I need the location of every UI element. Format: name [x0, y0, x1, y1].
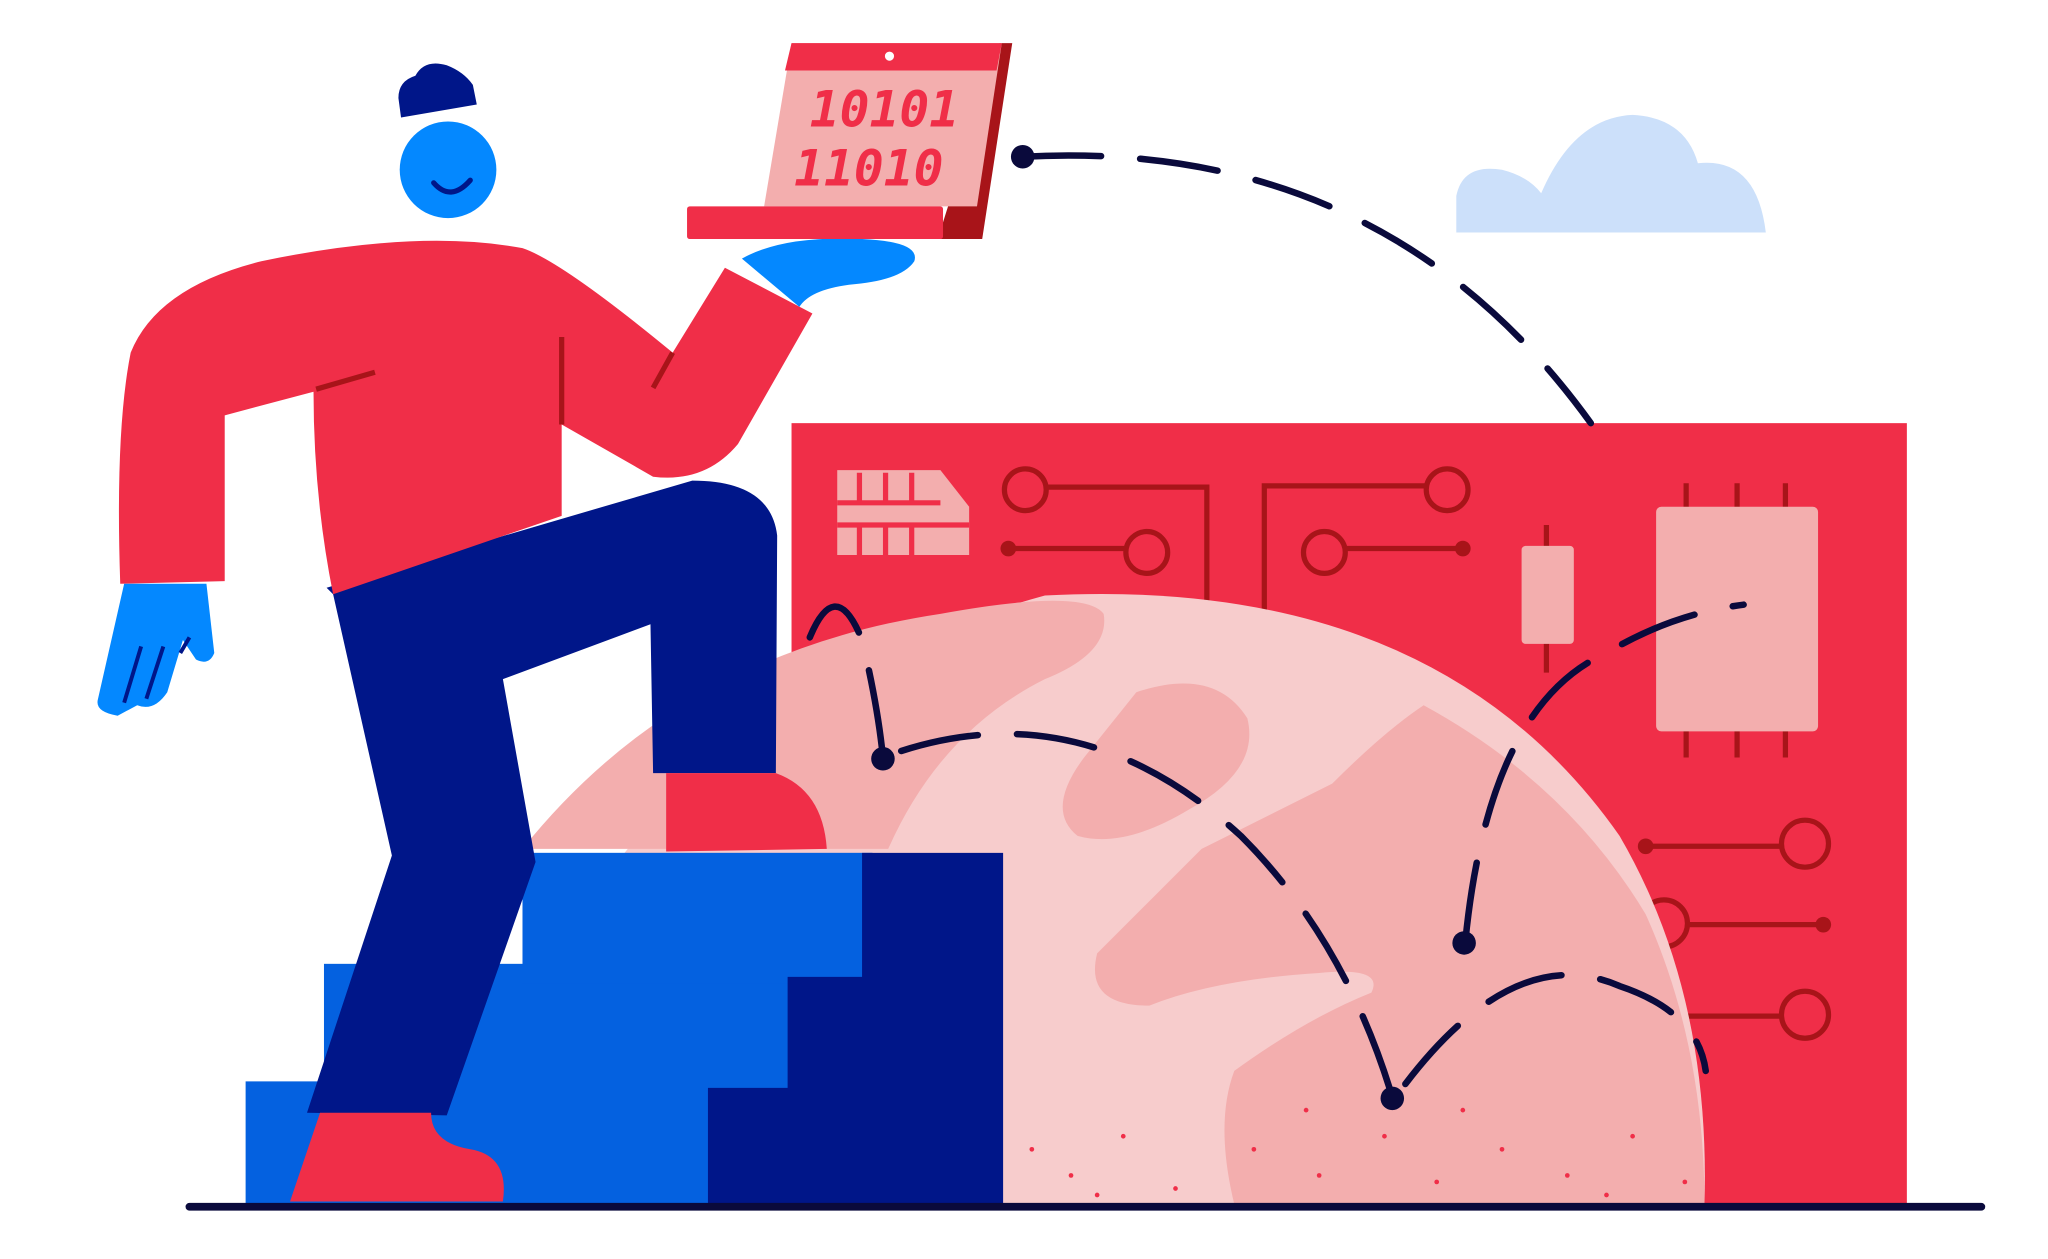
person — [97, 63, 915, 1202]
head — [399, 121, 497, 219]
laptop: 10101 11010 — [687, 43, 1013, 240]
laptop-code-line-2: 11010 — [794, 139, 943, 197]
cloud — [1456, 114, 1766, 233]
connection-nodes — [871, 144, 1476, 1111]
connection-paths — [806, 152, 1747, 1101]
laptop-code-line-1: 10101 — [810, 81, 959, 139]
